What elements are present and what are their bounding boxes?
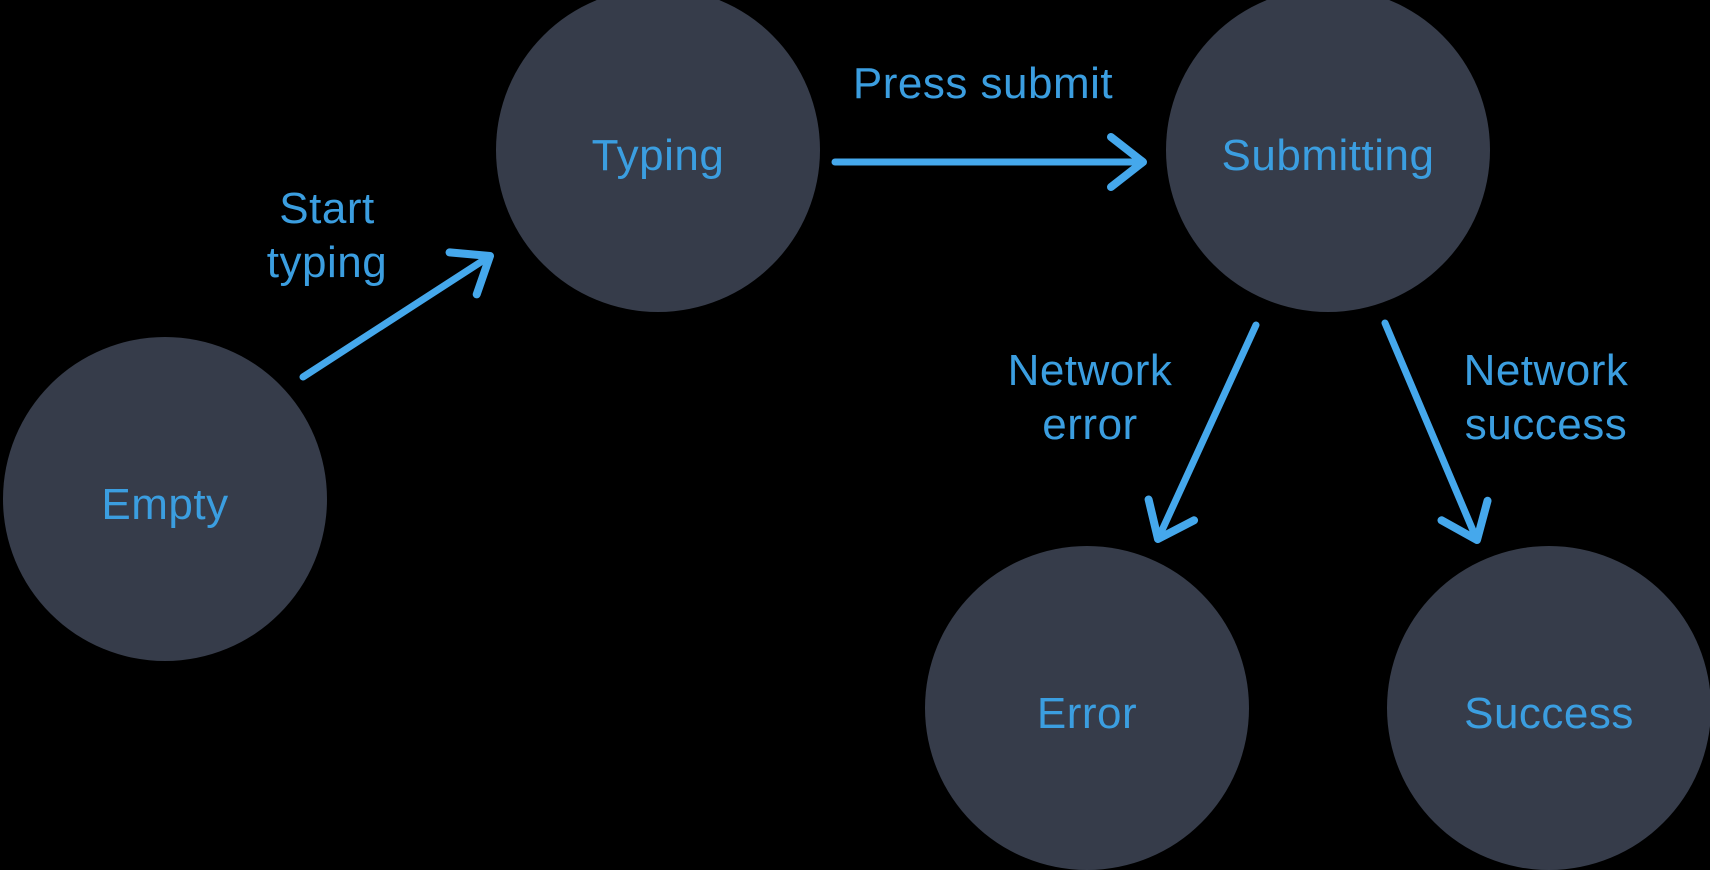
transition-label-line: success (1464, 400, 1628, 449)
transition-label-line: typing (266, 238, 388, 287)
state-node-empty: Empty (3, 337, 327, 661)
transition-label-network-success: Network success (1464, 344, 1629, 452)
transition-label-line: Press submit (852, 59, 1114, 108)
state-node-success: Success (1387, 546, 1710, 870)
state-node-label: Submitting (1221, 131, 1435, 180)
transition-label-network-error: Network error (1008, 344, 1173, 452)
state-node-label: Typing (591, 131, 725, 180)
state-node-label: Error (1036, 689, 1138, 738)
transition-arrow-network-error (1144, 321, 1260, 543)
state-node-error: Error (925, 546, 1249, 870)
transition-label-press-submit: Press submit (853, 57, 1113, 111)
state-node-label: Success (1464, 689, 1634, 738)
transition-label-line: Network (1463, 346, 1629, 395)
transition-label-start-typing: Start typing (267, 182, 387, 290)
transition-label-line: Network (1007, 346, 1173, 395)
state-node-typing: Typing (496, 0, 820, 312)
state-node-submitting: Submitting (1166, 0, 1490, 312)
state-node-label: Empty (101, 480, 229, 529)
transition-label-line: error (1042, 400, 1138, 449)
transition-label-line: Start (279, 184, 375, 233)
